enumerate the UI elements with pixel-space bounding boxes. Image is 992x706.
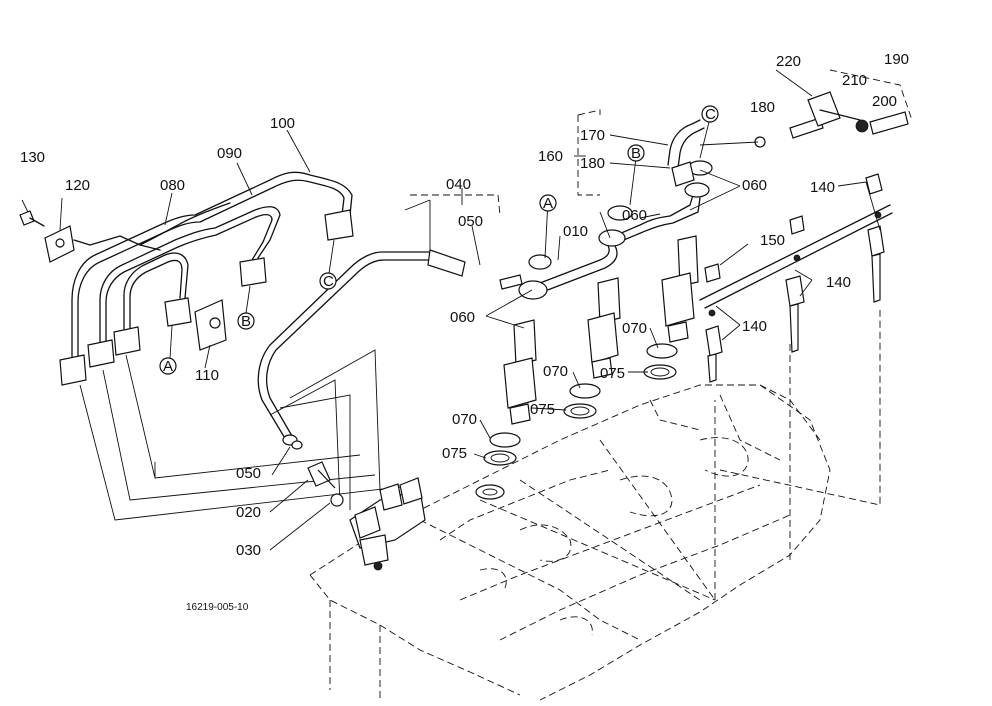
callouts: A B C A B C bbox=[159, 105, 719, 375]
label-070-c: 070 bbox=[622, 320, 647, 337]
label-150: 150 bbox=[760, 232, 785, 249]
label-140-b: 140 bbox=[826, 274, 851, 291]
label-200: 200 bbox=[872, 93, 897, 110]
label-220: 220 bbox=[776, 53, 801, 70]
callout-b-left bbox=[237, 312, 255, 330]
label-180-a: 180 bbox=[580, 155, 605, 172]
overflow-pipe bbox=[499, 160, 713, 300]
callout-a-right-text: A bbox=[543, 195, 553, 212]
label-075-a: 075 bbox=[442, 445, 467, 462]
label-050-top: 050 bbox=[458, 213, 483, 230]
label-070-a: 070 bbox=[452, 411, 477, 428]
injection-pump bbox=[291, 440, 426, 571]
pipe-clamps bbox=[19, 210, 227, 351]
label-120: 120 bbox=[65, 177, 90, 194]
label-060-b: 060 bbox=[622, 207, 647, 224]
label-050-bottom: 050 bbox=[236, 465, 261, 482]
callout-a-right bbox=[539, 194, 557, 212]
engine-block bbox=[309, 384, 831, 701]
alignment-lines bbox=[479, 310, 881, 601]
drawing-number: 16219-005-10 bbox=[186, 602, 249, 613]
label-160: 160 bbox=[538, 148, 563, 165]
pipe-routing-lines bbox=[79, 349, 401, 521]
part-labels: 130 120 080 090 100 110 050 020 030 040 … bbox=[20, 51, 909, 613]
label-070-b: 070 bbox=[543, 363, 568, 380]
callout-c-left-text: C bbox=[323, 273, 334, 290]
callout-b-right-text: B bbox=[631, 145, 641, 162]
callout-a-left-text: A bbox=[163, 358, 173, 375]
label-090: 090 bbox=[217, 145, 242, 162]
label-190: 190 bbox=[884, 51, 909, 68]
callout-c-left bbox=[319, 272, 337, 290]
label-060-a: 060 bbox=[450, 309, 475, 326]
callout-b-left-text: B bbox=[241, 313, 251, 330]
label-010: 010 bbox=[563, 223, 588, 240]
glow-plugs bbox=[699, 173, 893, 383]
label-110: 110 bbox=[195, 367, 219, 384]
label-140-c: 140 bbox=[742, 318, 767, 335]
callout-b-right bbox=[627, 144, 645, 162]
label-140-a: 140 bbox=[810, 179, 835, 196]
label-100: 100 bbox=[270, 115, 295, 132]
leak-off-hose bbox=[257, 194, 501, 446]
injection-pipes bbox=[71, 171, 353, 371]
label-130: 130 bbox=[20, 149, 45, 166]
label-040: 040 bbox=[446, 176, 471, 193]
label-075-c: 075 bbox=[600, 365, 625, 382]
callout-c-right bbox=[701, 105, 719, 123]
pipe-fittings bbox=[59, 209, 354, 386]
label-030: 030 bbox=[236, 542, 261, 559]
return-hose bbox=[577, 69, 913, 196]
injection-nozzles bbox=[475, 235, 699, 500]
callout-c-right-text: C bbox=[705, 106, 716, 123]
label-020: 020 bbox=[236, 504, 261, 521]
leader-lines bbox=[21, 69, 881, 551]
label-080: 080 bbox=[160, 177, 185, 194]
label-180-b: 180 bbox=[750, 99, 775, 116]
label-075-b: 075 bbox=[530, 401, 555, 418]
label-060-c: 060 bbox=[742, 177, 767, 194]
label-210: 210 bbox=[842, 72, 867, 89]
callout-a-left bbox=[159, 357, 177, 375]
label-170: 170 bbox=[580, 127, 605, 144]
